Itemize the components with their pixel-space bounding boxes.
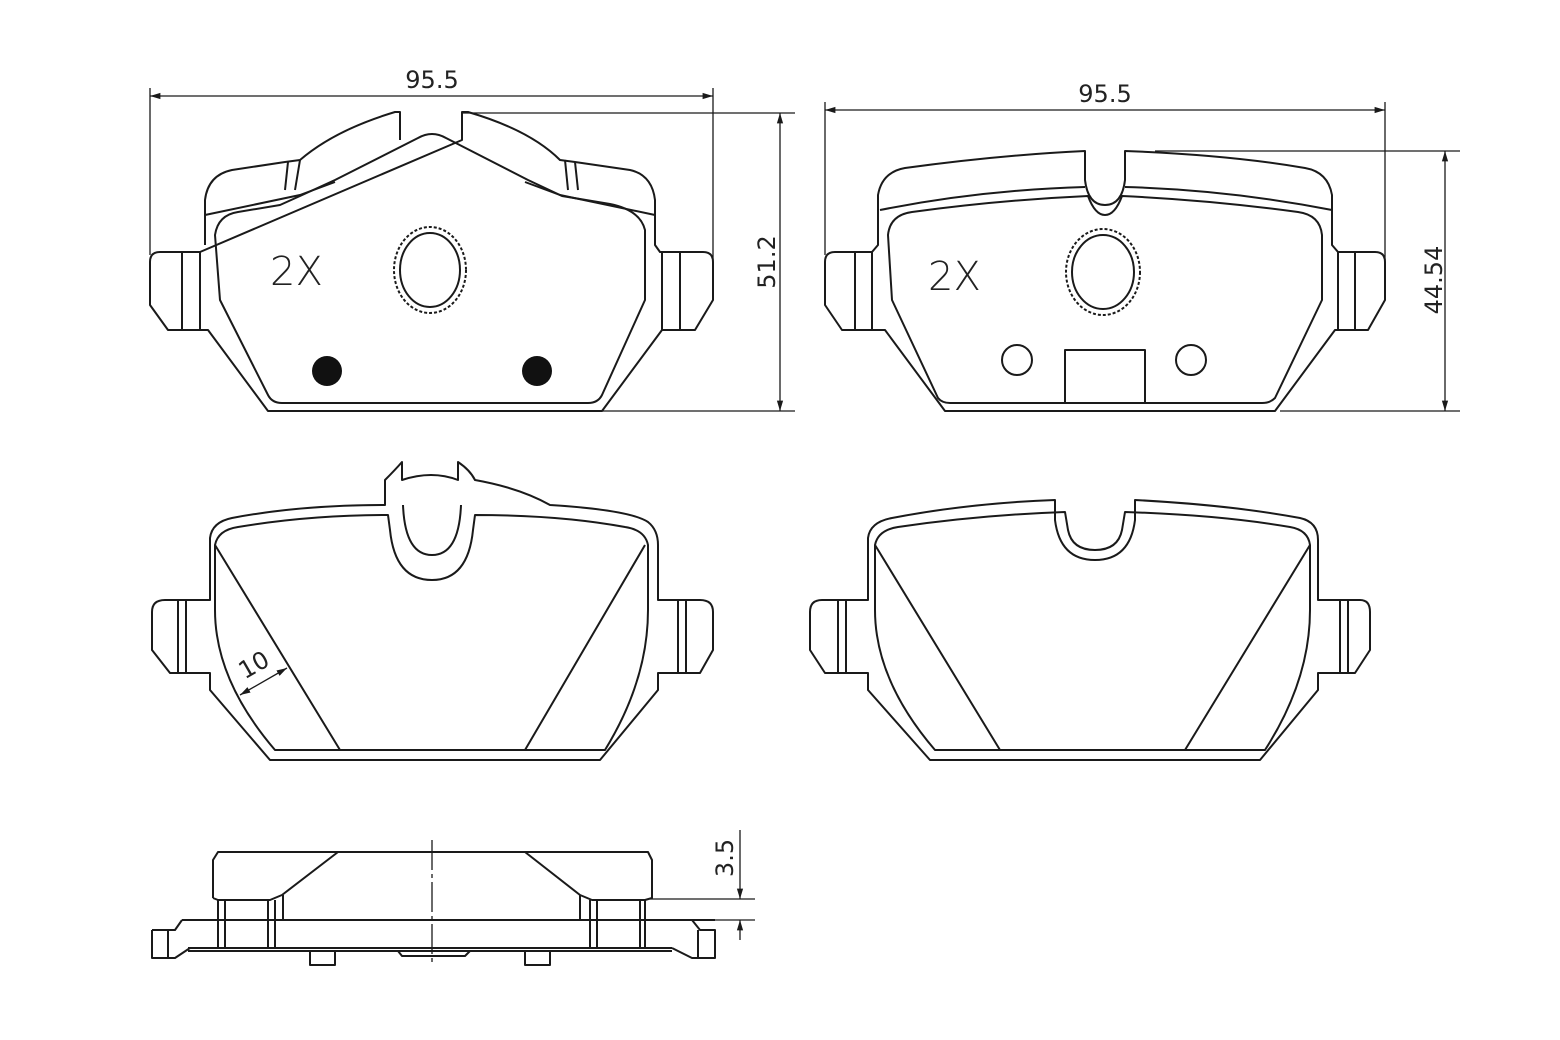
chamfer-dimension-line — [239, 667, 288, 696]
pad-outline — [809, 499, 1371, 761]
thickness-dimension: 3.5 — [711, 839, 739, 877]
backing-plate-outline — [151, 919, 716, 959]
pad-side-view: 3.5 — [151, 830, 755, 966]
backing-plate-outline — [149, 111, 714, 412]
friction-material-outline — [887, 195, 1323, 404]
rivet-left — [312, 356, 342, 386]
pad-outline — [151, 461, 714, 761]
quantity-label: 2X — [270, 249, 323, 295]
friction-material-outline — [214, 133, 646, 404]
sensor-hole — [399, 232, 461, 308]
pad-b-friction-view — [809, 499, 1371, 761]
height-dimension: 44.54 — [1420, 246, 1448, 315]
quantity-label: 2X — [928, 254, 981, 300]
sensor-hole — [1071, 234, 1135, 310]
pad-b-backplate-view: 95.5 44.54 2X — [824, 80, 1460, 412]
pad-a-friction-view: 10 — [151, 461, 714, 761]
pad-a-backplate-view: 95.5 51.2 2X — [149, 66, 795, 412]
rivet-right — [522, 356, 552, 386]
width-dimension: 95.5 — [405, 66, 458, 94]
width-dimension: 95.5 — [1078, 80, 1131, 108]
rivet-hole-right — [1175, 344, 1207, 376]
friction-block-outline — [212, 851, 653, 901]
height-dimension: 51.2 — [753, 235, 781, 288]
rivet-hole-left — [1001, 344, 1033, 376]
backing-plate-outline — [824, 150, 1386, 412]
